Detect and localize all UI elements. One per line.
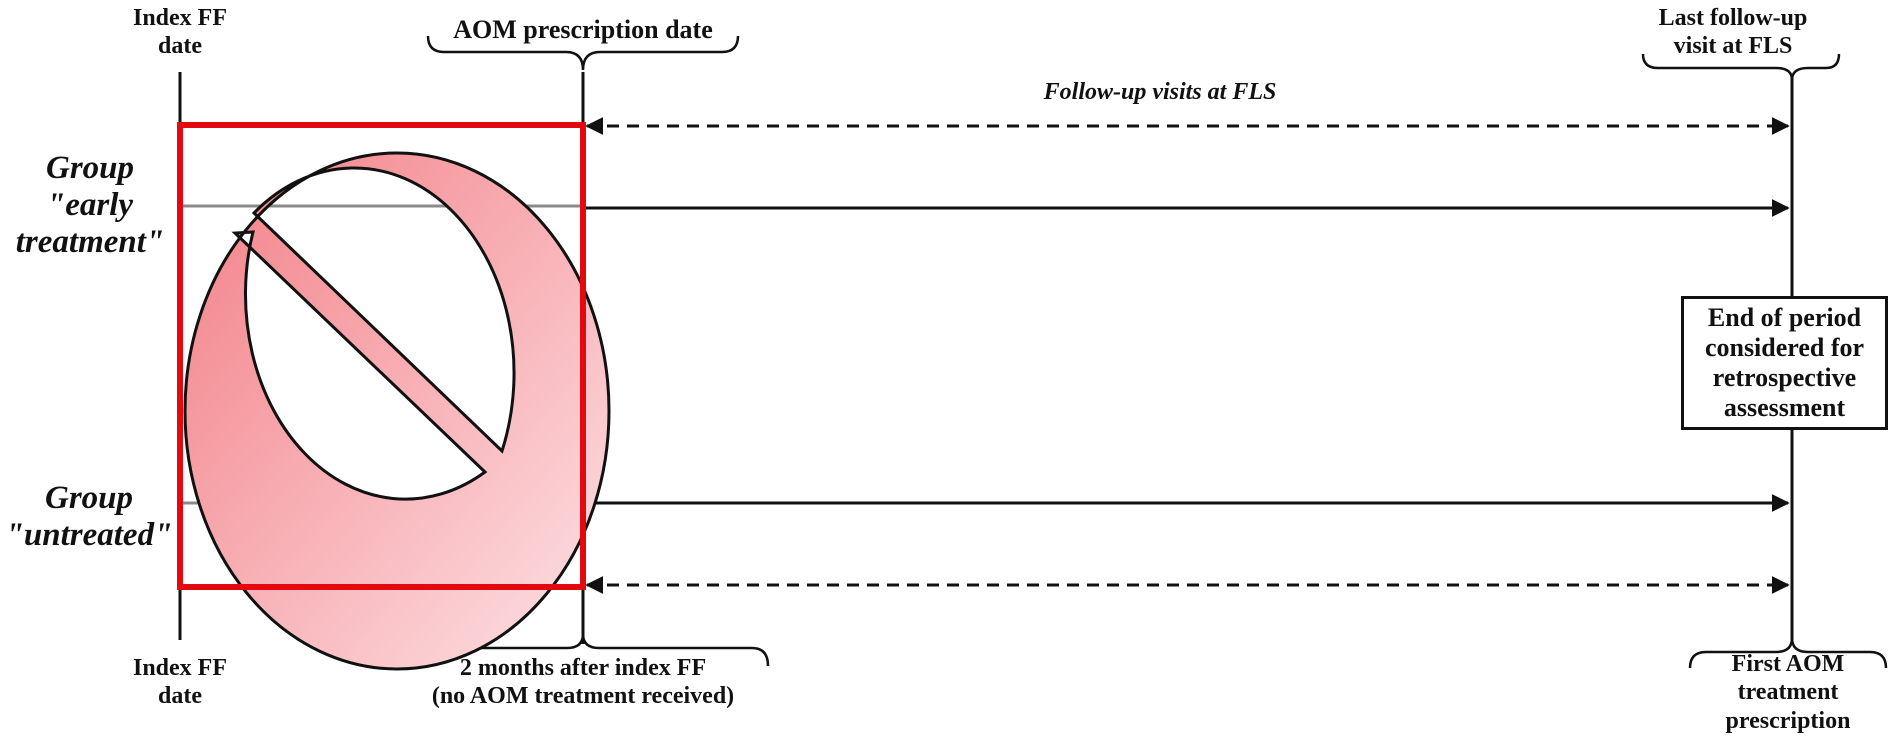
index-ff-date-bottom-label: Index FF date bbox=[132, 655, 227, 710]
first-aom-brace bbox=[1688, 637, 1888, 669]
prohibition-icon bbox=[183, 151, 611, 671]
last-followup-brace bbox=[1641, 53, 1841, 81]
group-untreated-label: Group "untreated" bbox=[5, 480, 173, 553]
two-months-label: 2 months after index FF (no AOM treatmen… bbox=[431, 655, 735, 710]
followup-visits-label: Follow-up visits at FLS bbox=[1043, 79, 1277, 105]
aom-prescription-brace bbox=[426, 35, 740, 71]
group-early-treatment-label: Group "early treatment" bbox=[15, 150, 165, 260]
aom-prescription-date-label: AOM prescription date bbox=[453, 15, 713, 44]
first-aom-prescription-label: First AOM treatment prescription bbox=[1725, 651, 1851, 734]
last-followup-label: Last follow-up visit at FLS bbox=[1658, 5, 1808, 60]
index-ff-date-top-label: Index FF date bbox=[132, 5, 227, 60]
end-of-period-box: End of period considered for retrospecti… bbox=[1681, 296, 1888, 430]
excluded-period-box bbox=[177, 122, 586, 590]
